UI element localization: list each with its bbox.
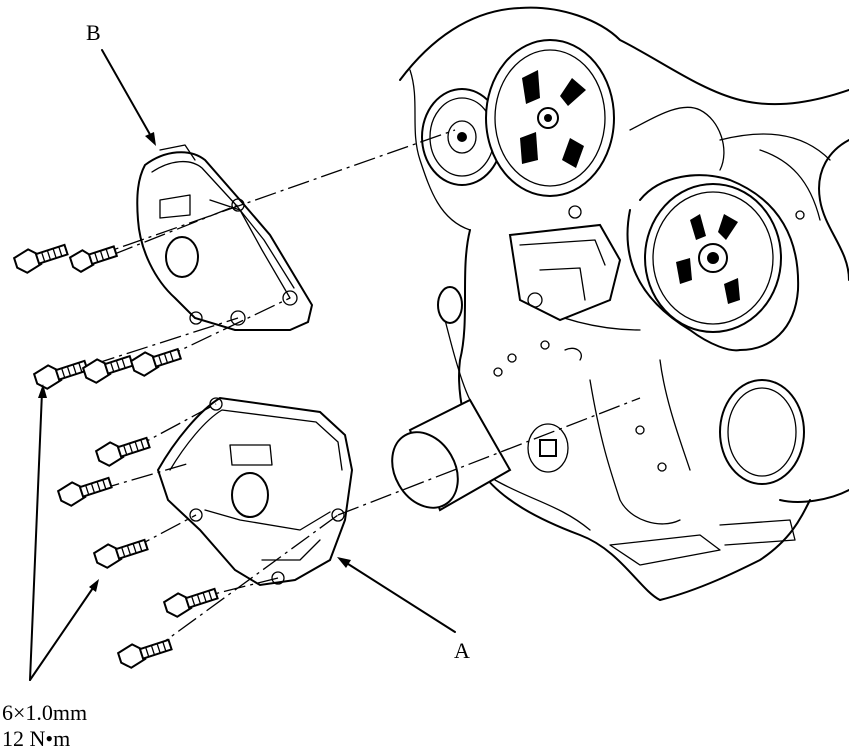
alignment-lines: [59, 129, 641, 653]
leader-b: [101, 49, 153, 139]
bolt: [162, 587, 219, 618]
lower-timing-cover-a: [156, 396, 354, 587]
leader-spec-1: [29, 391, 43, 681]
bolt: [94, 436, 151, 467]
crank-seal: [527, 379, 805, 485]
torque-spec: 12 N•m: [2, 726, 71, 751]
bolt-size-spec: 6×1.0mm: [2, 700, 88, 725]
leader-a: [344, 561, 456, 633]
engine-mount-bracket: [508, 205, 622, 322]
bolt: [56, 476, 113, 507]
bolt: [68, 245, 119, 273]
crankshaft-pulley: [644, 183, 782, 333]
bolt: [12, 243, 69, 274]
bolt: [81, 354, 135, 384]
block-bolt-holes: [493, 210, 805, 472]
label-cover-a: A: [454, 638, 470, 663]
label-cover-b: B: [86, 20, 101, 45]
oil-filter: [391, 286, 512, 512]
leader-spec-2: [29, 584, 96, 681]
bolt-set: [12, 243, 219, 669]
bolt: [32, 359, 89, 390]
bolt: [129, 347, 183, 377]
power-steering-pulley: [485, 39, 615, 197]
bolt: [116, 638, 173, 669]
bolt: [92, 538, 149, 569]
leader-arrows: [29, 49, 456, 681]
upper-timing-cover-b: [136, 144, 314, 331]
